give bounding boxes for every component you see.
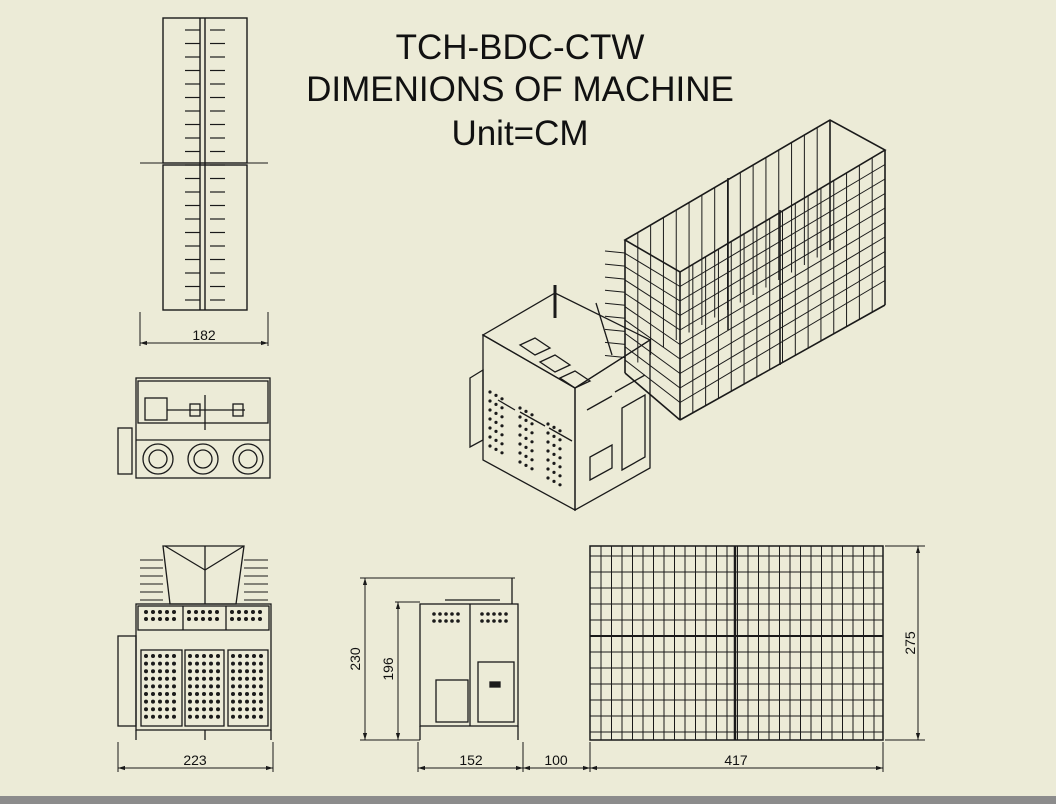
bottom-status-bar: [0, 796, 1056, 804]
model-title: TCH-BDC-CTW: [395, 28, 645, 67]
front-view-machine: [117, 545, 272, 740]
side-view-machine: [419, 578, 519, 740]
dim-label-182: 182: [192, 327, 216, 343]
dim-label-100: 100: [544, 752, 568, 768]
top-view-creel: [140, 17, 268, 311]
dim-label-417: 417: [724, 752, 748, 768]
creel-elevation: [589, 545, 884, 741]
machine-plan-view: [117, 377, 271, 479]
dim-bottom-row: [417, 742, 884, 772]
dim-label-230: 230: [347, 647, 363, 671]
dim-label-275: 275: [902, 631, 918, 655]
dim-label-152: 152: [459, 752, 483, 768]
dim-label-196: 196: [380, 657, 396, 681]
unit-label: Unit=CM: [451, 114, 589, 153]
dim-side-heights: [360, 577, 515, 741]
drawing-heading: DIMENIONS OF MACHINE: [306, 70, 734, 109]
isometric-machine: [469, 285, 652, 512]
isometric-creel: [604, 119, 887, 421]
dim-top-view-width: [139, 312, 269, 346]
dim-creel-height: [885, 545, 925, 741]
dim-front-width: [117, 742, 274, 772]
dim-label-223: 223: [183, 752, 207, 768]
